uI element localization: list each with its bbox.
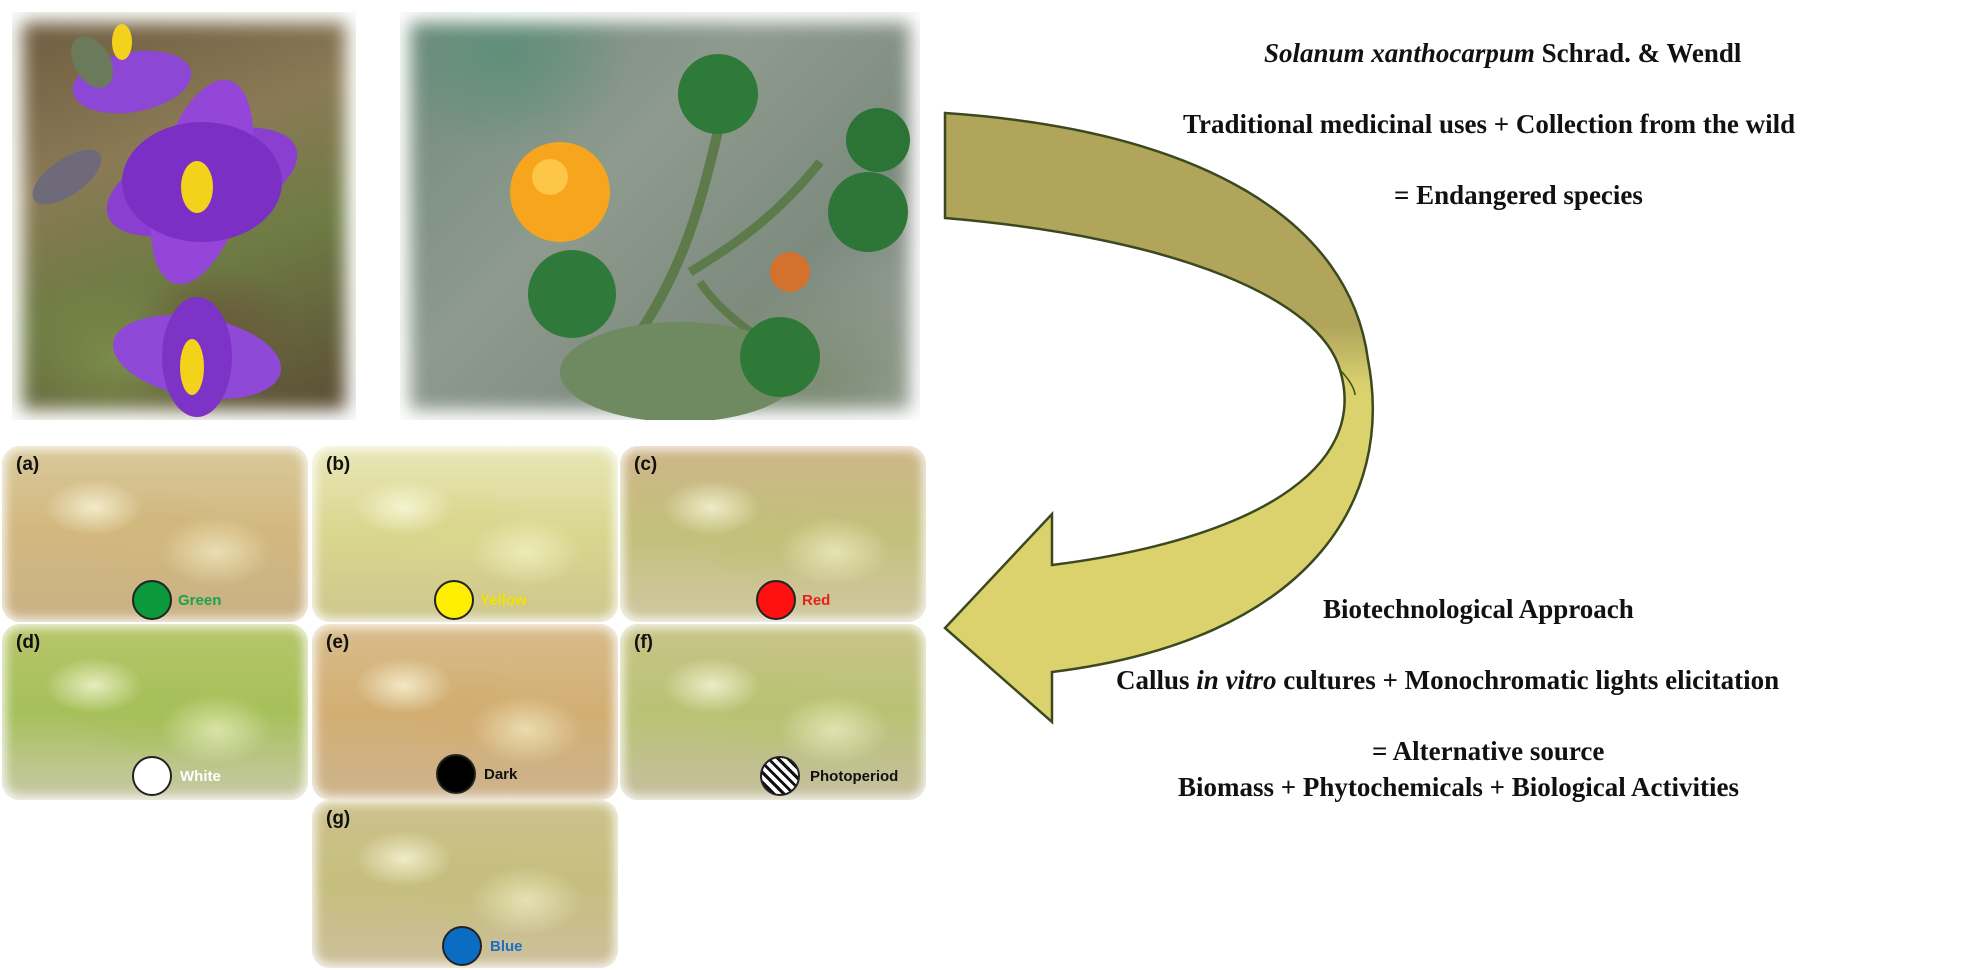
berries-drawing — [510, 54, 910, 420]
flower-drawing — [32, 24, 298, 417]
panel-treatment-label: Photoperiod — [810, 768, 899, 785]
white-light-dot — [132, 756, 172, 796]
red-light-dot — [756, 580, 796, 620]
dark-light-dot — [436, 754, 476, 794]
green-berry — [828, 172, 908, 252]
panel-treatment-label: Blue — [490, 938, 523, 955]
callus-panel-a: (a) Green — [2, 446, 308, 622]
flower-bud-top — [71, 36, 113, 88]
panel-letter: (c) — [634, 454, 658, 475]
panel-letter: (g) — [326, 808, 351, 829]
flower-photo — [12, 12, 356, 420]
panel-treatment-label: Red — [802, 592, 831, 609]
panel-treatment-label: White — [180, 768, 221, 785]
green-light-dot — [132, 580, 172, 620]
in-vitro-italic: in vitro — [1196, 665, 1277, 695]
medicinal-uses-line: Traditional medicinal uses + Collection … — [1183, 109, 1796, 139]
callus-suffix: cultures + Monochromatic lights elicitat… — [1276, 665, 1780, 695]
panel-letter: (b) — [326, 454, 351, 475]
panel-treatment-label: Green — [178, 592, 222, 609]
callus-panel-c: (c) Red — [620, 446, 926, 622]
panel-letter: (d) — [16, 632, 41, 653]
purple-flower-top — [106, 79, 298, 285]
blue-light-dot — [442, 926, 482, 966]
arrow-inner-fold — [1339, 369, 1356, 396]
panel-treatment-label: Dark — [484, 766, 518, 783]
endangered-line: = Endangered species — [1394, 180, 1643, 210]
panel-letter: (e) — [326, 632, 350, 653]
green-berry — [846, 108, 910, 172]
purple-flower-bottom — [113, 297, 281, 417]
outcomes-line: Biomass + Phytochemicals + Biological Ac… — [1178, 772, 1739, 802]
species-line: Solanum xanthocarpum Schrad. & Wendl — [1264, 38, 1741, 69]
callus-panel-f: (f) Photoperiod — [620, 624, 926, 800]
berries-photo — [400, 12, 920, 420]
callus-panel-d: (d) White — [2, 624, 308, 800]
photoperiod-light-dot — [760, 756, 800, 796]
callus-panel-g: (g) Blue — [312, 800, 618, 968]
callus-panel-b: (b) Yellow — [312, 446, 618, 622]
curved-arrow-shape — [943, 111, 1375, 725]
flower-bud — [32, 149, 102, 205]
panel-treatment-label: Yellow — [480, 592, 527, 609]
yellow-berry — [510, 142, 610, 242]
callus-prefix: Callus — [1116, 665, 1197, 695]
alternative-source-line: = Alternative source — [1372, 736, 1605, 766]
biotech-title: Biotechnological Approach — [1323, 594, 1634, 624]
callus-panel-e: (e) Dark — [312, 624, 618, 800]
yellow-light-dot — [434, 580, 474, 620]
green-berry — [528, 250, 616, 338]
species-authority: Schrad. & Wendl — [1534, 38, 1742, 68]
species-name-italic: Solanum xanthocarpum — [1264, 38, 1535, 68]
callus-cultures-line: Callus in vitro cultures + Monochromatic… — [1116, 665, 1779, 696]
green-berry — [678, 54, 758, 134]
panel-letter: (a) — [16, 454, 40, 475]
panel-letter: (f) — [634, 632, 653, 653]
green-berry — [740, 317, 820, 397]
